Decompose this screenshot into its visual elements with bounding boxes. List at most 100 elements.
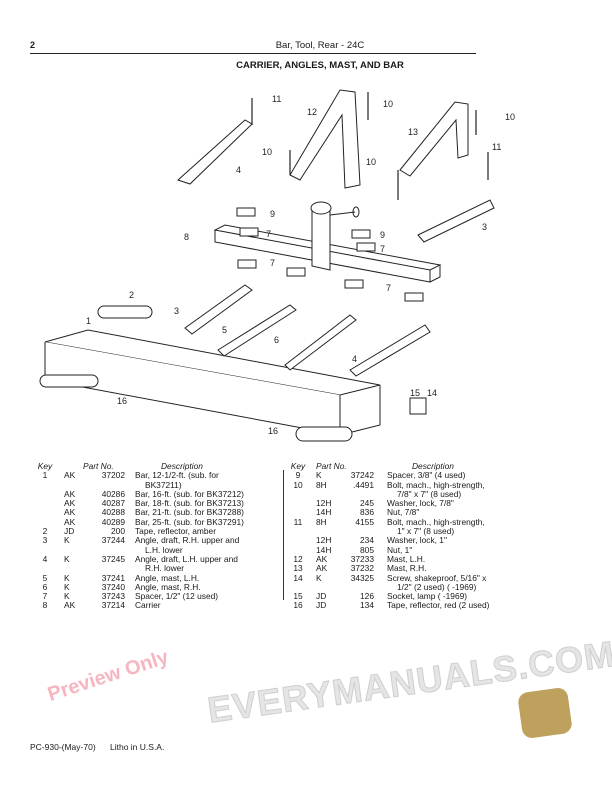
item-part-number: 126: [360, 591, 374, 602]
item-description: 1" x 7" (8 used): [397, 526, 455, 537]
callout-5: 5: [222, 325, 227, 335]
item-description: Bolt, mach., high-strength,: [387, 516, 485, 527]
callout-7d: 7: [386, 283, 391, 293]
callout-9b: 9: [380, 230, 385, 240]
callout-10c: 10: [366, 157, 376, 167]
item-part-number: 37240: [101, 581, 125, 592]
item-key: 2: [42, 526, 48, 537]
item-code: JD: [64, 526, 75, 537]
item-code: K: [316, 572, 322, 583]
item-description: Tape, reflector, amber: [135, 526, 216, 537]
item-code: JD: [316, 591, 327, 602]
running-title: Bar, Tool, Rear - 24C: [275, 40, 365, 51]
section-title: CARRIER, ANGLES, MAST, AND BAR: [236, 60, 404, 71]
bar-part-1: [44, 329, 381, 436]
callout-8: 8: [184, 232, 189, 242]
callout-7a: 7: [266, 229, 271, 239]
item-description: Screw, shakeproof, 5/16" x: [387, 572, 487, 583]
item-part-number: 37241: [101, 572, 125, 583]
exploded-parts-diagram: 1 2 3 3 4 4 5 6 7 7 7 7 8 9 9 10 10 10 1…: [39, 89, 515, 442]
item-part-number: 37244: [101, 535, 125, 546]
item-description: Bar, 25-ft. (sub. for BK37291): [135, 516, 244, 527]
item-part-number: 40287: [101, 498, 125, 509]
item-description: Tape, reflector, red (2 used): [387, 600, 490, 611]
callout-4b: 4: [352, 354, 357, 364]
item-part-number: 40288: [101, 507, 125, 518]
callout-7c: 7: [270, 258, 275, 268]
item-code: JD: [316, 600, 327, 611]
table-row: AK 40286 Bar, 16-ft. (sub. for BK37212): [37, 488, 287, 499]
page-number: 2: [30, 40, 36, 50]
callout-3b: 3: [482, 222, 487, 232]
callout-9a: 9: [270, 209, 275, 219]
callout-3a: 3: [174, 306, 179, 316]
bolts: [251, 92, 489, 200]
item-code: AK: [64, 600, 76, 611]
item-description: R.H. lower: [145, 563, 185, 574]
callout-1: 1: [86, 316, 91, 326]
callout-14: 14: [427, 388, 437, 398]
item-description: L.H. lower: [145, 544, 183, 555]
item-code: AK: [316, 553, 328, 564]
item-part-number: 40286: [101, 488, 125, 499]
header-key: Key: [290, 461, 306, 471]
item-code: AK: [64, 488, 76, 499]
item-key: 12: [293, 553, 303, 564]
item-key: 7: [42, 591, 48, 602]
table-row: BK37211): [37, 480, 287, 490]
callout-4a: 4: [236, 165, 241, 175]
item-code: K: [64, 581, 70, 592]
item-key: 15: [293, 591, 303, 602]
item-code: 8H: [316, 479, 327, 490]
item-description: Bar, 21-ft. (sub. for BK37288): [135, 507, 244, 518]
header-description: Description: [412, 461, 454, 471]
callout-10b: 10: [262, 147, 272, 157]
item-description: Spacer, 3/8" (4 used): [387, 470, 466, 481]
item-code: AK: [316, 563, 328, 574]
item-code: K: [64, 553, 70, 564]
table-row: R.H. lower: [37, 563, 287, 574]
item-description: Mast, L.H.: [387, 553, 426, 564]
item-part-number: 245: [360, 498, 374, 509]
table-header: Key Part No. Description: [290, 461, 580, 471]
item-key: 3: [42, 535, 48, 546]
item-code: K: [64, 535, 70, 546]
item-part-number: 34325: [350, 572, 374, 583]
mast-angle-part-6: [284, 314, 357, 371]
table-row: 1" x 7" (8 used): [290, 526, 580, 537]
mast-part-13: [399, 101, 469, 177]
item-code: AK: [64, 498, 76, 509]
item-part-number: 200: [111, 526, 125, 537]
callout-16b: 16: [268, 426, 278, 436]
item-part-number: 37242: [350, 470, 374, 481]
header-part-no: Part No.: [316, 461, 347, 471]
carrier-part-8: [213, 201, 442, 283]
item-description: Washer, lock, 7/8": [387, 498, 454, 509]
item-description: Bar, 16-ft. (sub. for BK37212): [135, 488, 244, 499]
item-key: 16: [293, 600, 303, 611]
header-part-no: Part No.: [83, 461, 114, 471]
item-key: 9: [295, 470, 301, 481]
item-code: 12H: [316, 535, 332, 546]
callout-11a: 11: [272, 94, 281, 104]
table-row: L.H. lower: [37, 544, 287, 555]
table-row: 2 JD 200 Tape, reflector, amber: [37, 526, 287, 537]
item-part-number: 37233: [350, 553, 374, 564]
item-part-number: 37243: [101, 591, 125, 602]
item-description: Angle, mast, R.H.: [135, 581, 201, 592]
item-code: 14H: [316, 507, 332, 518]
item-key: 11: [293, 516, 303, 527]
